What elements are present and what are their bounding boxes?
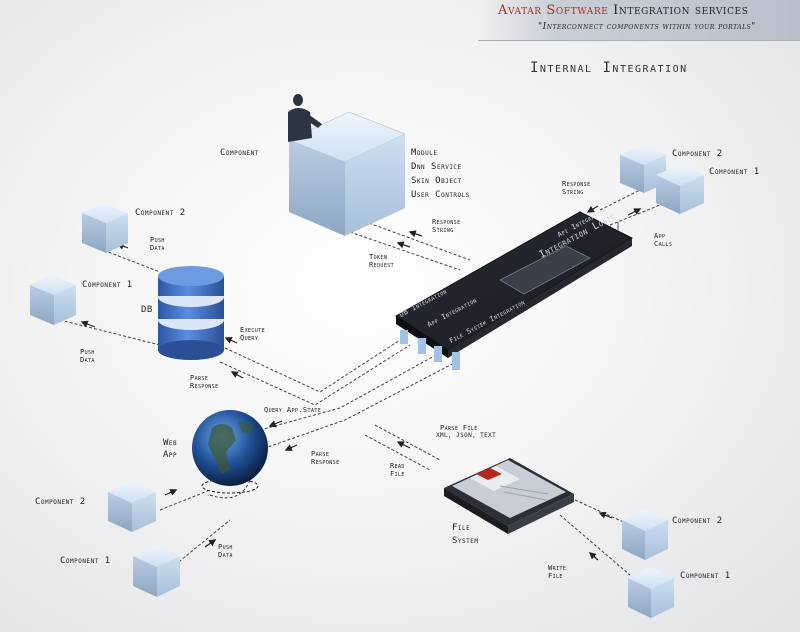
web-push-label: Push Data	[218, 543, 233, 559]
cube-db-component-1	[30, 275, 76, 325]
app-calls-label: App Calls	[654, 232, 673, 248]
flow-arrows	[80, 205, 642, 561]
page-title: Avatar Software Integration services	[498, 3, 749, 18]
token-request-label: Token Request	[369, 253, 395, 269]
db-push-top-label: Push Data	[150, 236, 165, 252]
db-label: DB	[141, 305, 153, 315]
database-icon	[158, 266, 224, 360]
web-component-2-label: Component 2	[35, 497, 86, 507]
cube-api-component-1	[656, 164, 704, 214]
parse-file-formats-label: XML, JSON, TEXT	[436, 432, 497, 439]
file-system-label: File System	[452, 523, 479, 546]
cube-file-component-2	[622, 509, 668, 560]
api-component-2-label: Component 2	[672, 149, 723, 159]
component-block	[288, 111, 406, 236]
cube-db-component-2	[82, 203, 128, 253]
db-parse-response-label: Parse Response	[190, 374, 219, 390]
title-rest: Integration services	[613, 3, 749, 18]
db-component-1-label: Component 1	[82, 280, 133, 290]
query-app-state-label: Query App.State	[264, 406, 322, 414]
brand-name: Avatar Software	[498, 3, 609, 18]
web-app-label: Web App	[163, 438, 178, 460]
person-figure	[288, 94, 322, 142]
write-file-label: Write File	[548, 564, 567, 580]
db-component-2-label: Component 2	[135, 208, 186, 218]
file-component-1-label: Component 1	[680, 571, 731, 581]
web-component-1-label: Component 1	[60, 556, 111, 566]
db-push-bottom-label: Push Data	[80, 348, 95, 364]
component-response-label: Response String	[432, 218, 461, 234]
web-parse-response-label: Parse Response	[311, 450, 340, 466]
component-item-skin-object: Skin Object	[411, 176, 462, 186]
header-banner	[478, 0, 800, 41]
component-label: Component	[220, 148, 259, 158]
component-item-dnn-service: Dnn Service	[411, 162, 462, 172]
execute-query-label: Execute Query	[240, 326, 266, 342]
component-item-user-controls: User Controls	[411, 190, 470, 200]
cube-file-component-1	[628, 567, 674, 618]
section-title: Internal Integration	[530, 60, 688, 76]
component-item-module: Module	[411, 148, 438, 158]
api-response-label: Response String	[562, 180, 591, 196]
connection-lines	[59, 189, 661, 576]
page-subtitle: "Interconnect components within your por…	[538, 22, 756, 32]
hard-drive-icon	[444, 458, 574, 534]
read-file-label: Read File	[390, 462, 405, 478]
globe-icon	[192, 410, 268, 494]
api-component-1-label: Component 1	[709, 167, 760, 177]
parse-file-label: Parse File	[440, 424, 478, 432]
file-component-2-label: Component 2	[672, 516, 723, 526]
cube-web-component-2	[108, 481, 156, 532]
cube-web-component-1	[133, 545, 180, 597]
integration-chip	[395, 211, 634, 370]
